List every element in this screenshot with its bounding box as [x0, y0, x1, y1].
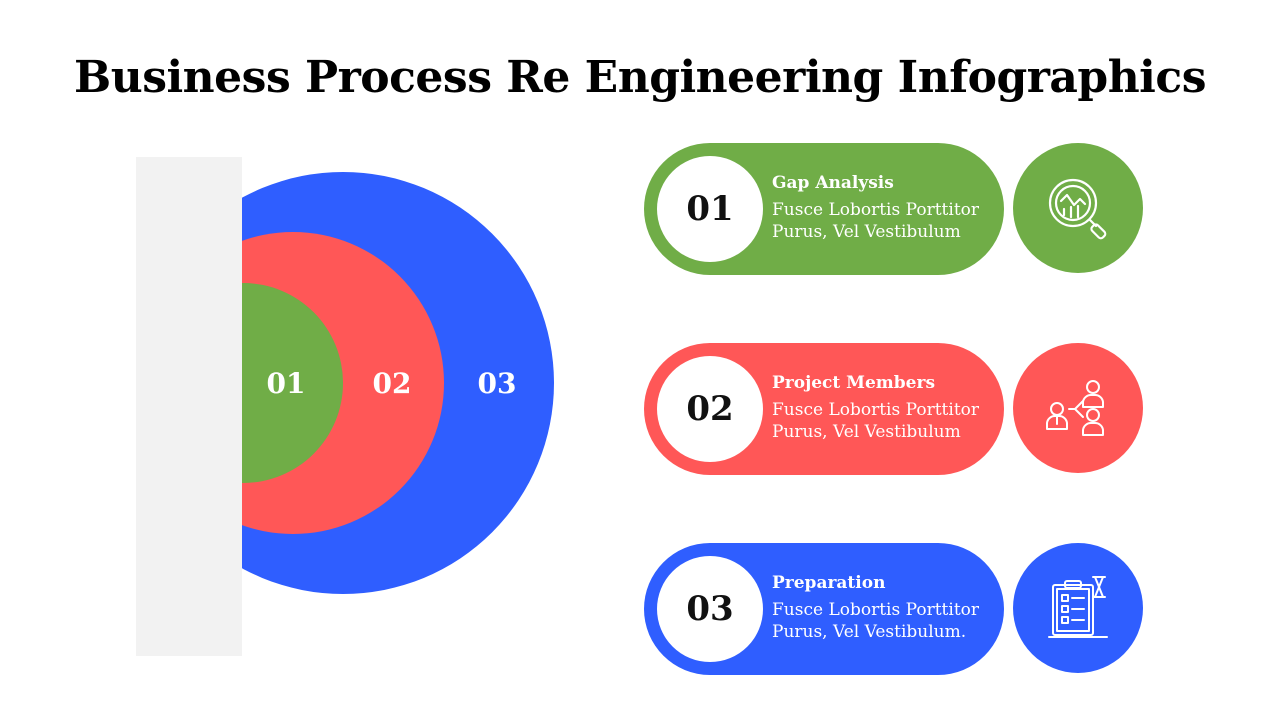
- step-desc-line2: Purus, Vel Vestibulum: [772, 422, 961, 442]
- step-icon-circle-1: [1013, 143, 1143, 273]
- ring-03: [242, 172, 554, 594]
- step-title: Project Members: [772, 373, 936, 393]
- step-desc-line2: Purus, Vel Vestibulum: [772, 222, 961, 242]
- ring-label-02: 02: [373, 367, 412, 400]
- ring-02: [242, 232, 444, 534]
- magnifier-chart-icon: [1048, 178, 1107, 240]
- step-number: 03: [657, 556, 763, 662]
- checklist-hourglass-icon: [1048, 576, 1108, 638]
- step-title: Preparation: [772, 573, 886, 593]
- step-desc-line2: Purus, Vel Vestibulum.: [772, 622, 967, 642]
- step-desc-line1: Fusce Lobortis Porttitor: [772, 200, 980, 220]
- step-number: 01: [657, 156, 763, 262]
- step-icon-circle-2: [1013, 343, 1143, 473]
- ring-label-03: 03: [478, 367, 517, 400]
- step-icon-circle-3: [1013, 543, 1143, 673]
- ring-label-01: 01: [267, 367, 306, 400]
- step-card-preparation: 03 Preparation Fusce Lobortis Porttitor …: [644, 543, 1004, 675]
- page-title: Business Process Re Engineering Infograp…: [74, 52, 1206, 103]
- step-desc-line1: Fusce Lobortis Porttitor: [772, 600, 980, 620]
- ring-01: [242, 283, 343, 483]
- step-card-gap-analysis: 01 Gap Analysis Fusce Lobortis Porttitor…: [644, 143, 1004, 275]
- team-members-icon: [1046, 380, 1104, 436]
- left-panel: [136, 157, 242, 656]
- step-number: 02: [657, 356, 763, 462]
- step-desc-line1: Fusce Lobortis Porttitor: [772, 400, 980, 420]
- step-card-project-members: 02 Project Members Fusce Lobortis Portti…: [644, 343, 1004, 475]
- step-title: Gap Analysis: [772, 173, 894, 193]
